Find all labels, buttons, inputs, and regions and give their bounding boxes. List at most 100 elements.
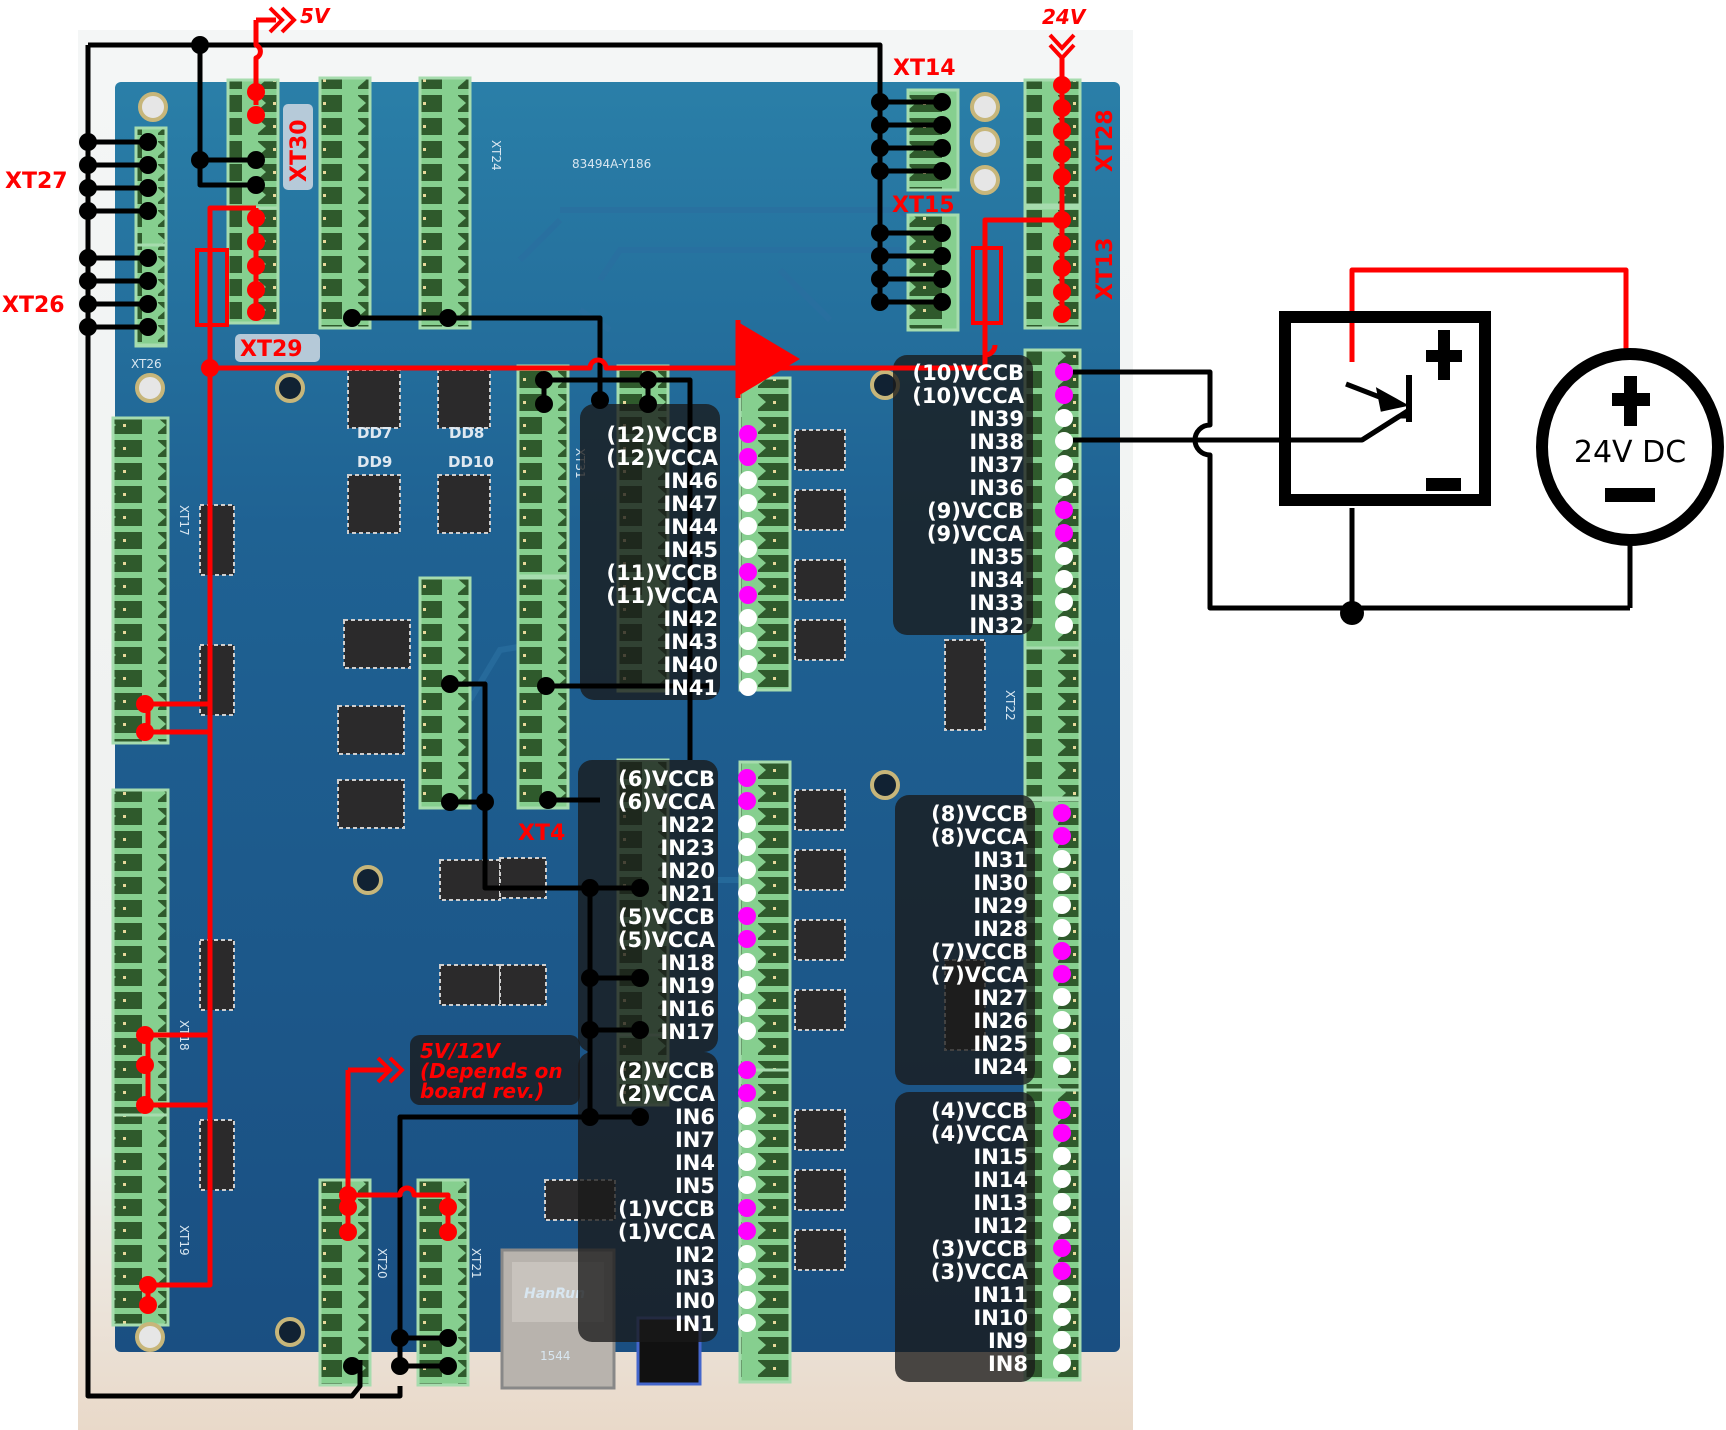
input-pin-dot — [739, 678, 757, 696]
ground-junction-dot — [871, 247, 889, 265]
pin-label: (3)VCCB — [931, 1237, 1028, 1261]
power-junction-dot — [1053, 122, 1071, 140]
pin-label: IN6 — [675, 1105, 715, 1129]
pin-label: (4)VCCA — [931, 1122, 1029, 1146]
input-pin-dot — [738, 838, 756, 856]
ground-junction-dot — [933, 224, 951, 242]
power-junction-dot — [136, 695, 154, 713]
silk-dd7: DD7 — [357, 424, 392, 442]
power-junction-dot — [139, 1276, 157, 1294]
pin-label: IN17 — [660, 1020, 715, 1044]
pin-label: IN27 — [973, 986, 1028, 1010]
power-junction-dot — [1053, 76, 1071, 94]
pin-label: (9)VCCA — [927, 522, 1025, 546]
pin-label: IN28 — [973, 917, 1028, 941]
pnp-sensor — [1279, 311, 1491, 506]
ground-junction-dot — [191, 151, 209, 169]
label-xt29: XT29 — [240, 337, 303, 362]
input-pin-dot — [1055, 409, 1073, 427]
vcc-pin-dot — [1053, 965, 1071, 983]
pin-label: IN4 — [675, 1151, 715, 1175]
pin-label: IN14 — [973, 1168, 1028, 1192]
power-junction-dot — [201, 359, 219, 377]
supply-minus-icon — [1605, 488, 1655, 502]
arrow-icons — [268, 6, 1076, 1084]
ground-junction-dot — [581, 1021, 599, 1039]
pin-label: IN36 — [969, 476, 1024, 500]
ground-junction-dot — [191, 36, 209, 54]
vcc-pin-dot — [739, 425, 757, 443]
input-pin-dot — [738, 1130, 756, 1148]
power-junction-dot — [339, 1198, 357, 1216]
ground-junction-dot — [871, 93, 889, 111]
input-pin-dot — [738, 1314, 756, 1332]
pin-label: IN18 — [660, 951, 715, 975]
label-xt15: XT15 — [892, 193, 955, 218]
terminal-block — [418, 576, 472, 810]
ground-junction-dot — [581, 969, 599, 987]
pin-label-overlay — [895, 795, 1035, 1085]
ground-junction-sensor — [1340, 601, 1364, 625]
ground-junction-dot — [933, 93, 951, 111]
input-pin-dot — [738, 953, 756, 971]
fuse-box-5v — [195, 248, 229, 327]
ic-chip — [337, 779, 405, 829]
input-pin-dot — [1053, 1308, 1071, 1326]
ic-chip — [794, 919, 846, 961]
ic-chip — [199, 504, 235, 576]
terminal-block — [418, 76, 472, 330]
power-junction-dot — [136, 723, 154, 741]
ground-junction-dot — [391, 1329, 409, 1347]
pin-label: IN13 — [973, 1191, 1028, 1215]
ground-junction-dot — [439, 1357, 457, 1375]
ic-chip — [199, 1119, 235, 1191]
power-junction-dot — [247, 281, 265, 299]
ground-junction-dot — [871, 270, 889, 288]
supply-plus-icon — [1612, 376, 1650, 426]
terminal-block — [1023, 206, 1082, 330]
power-junction-dot — [139, 1296, 157, 1314]
ic-chip — [794, 489, 846, 531]
power-supply-24v: 24V DC — [1536, 348, 1724, 546]
ic-chip — [794, 1109, 846, 1151]
pin-label: IN34 — [969, 568, 1024, 592]
vcc-pin-dot — [738, 1084, 756, 1102]
sensor-plus-icon — [1426, 330, 1462, 380]
mounting-holes — [135, 92, 1000, 1352]
silk-xt21: XT21 — [469, 1248, 483, 1279]
power-junction-dot — [247, 233, 265, 251]
pin-label: (10)VCCA — [912, 384, 1024, 408]
pin-label: (3)VCCA — [931, 1260, 1029, 1284]
pin-label: IN33 — [969, 591, 1024, 615]
input-pin-dot — [739, 471, 757, 489]
pin-label: (4)VCCB — [931, 1099, 1028, 1123]
input-pin-dot — [739, 494, 757, 512]
input-pin-dot — [1053, 850, 1071, 868]
vcc-pin-dot — [1055, 386, 1073, 404]
pin-label: (2)VCCA — [618, 1082, 716, 1106]
ic-chip — [944, 639, 986, 731]
pin-label: IN1 — [675, 1312, 715, 1336]
pin-label: IN25 — [973, 1032, 1028, 1056]
power-junction-dots — [136, 76, 1071, 1314]
vcc-pin-dot — [1055, 363, 1073, 381]
power-junction-dot — [439, 1223, 457, 1241]
silk-xt17: XT17 — [177, 505, 191, 536]
power-junction-dot — [1053, 211, 1071, 229]
pin-label: IN20 — [660, 859, 715, 883]
input-pin-dot — [1055, 455, 1073, 473]
vcc-pin-dot — [738, 907, 756, 925]
ground-junction-dot — [871, 224, 889, 242]
ic-chip — [337, 705, 405, 755]
ic-chip — [439, 859, 501, 901]
ic-chip — [199, 939, 235, 1011]
ground-junction-dot — [871, 139, 889, 157]
ground-junction-dot — [439, 309, 457, 327]
input-pin-dot — [738, 1022, 756, 1040]
ground-junction-dot — [537, 677, 555, 695]
pin-label: IN2 — [675, 1243, 715, 1267]
ground-junction-dot — [933, 139, 951, 157]
terminal-block — [1023, 78, 1082, 207]
ground-junction-dot — [933, 293, 951, 311]
